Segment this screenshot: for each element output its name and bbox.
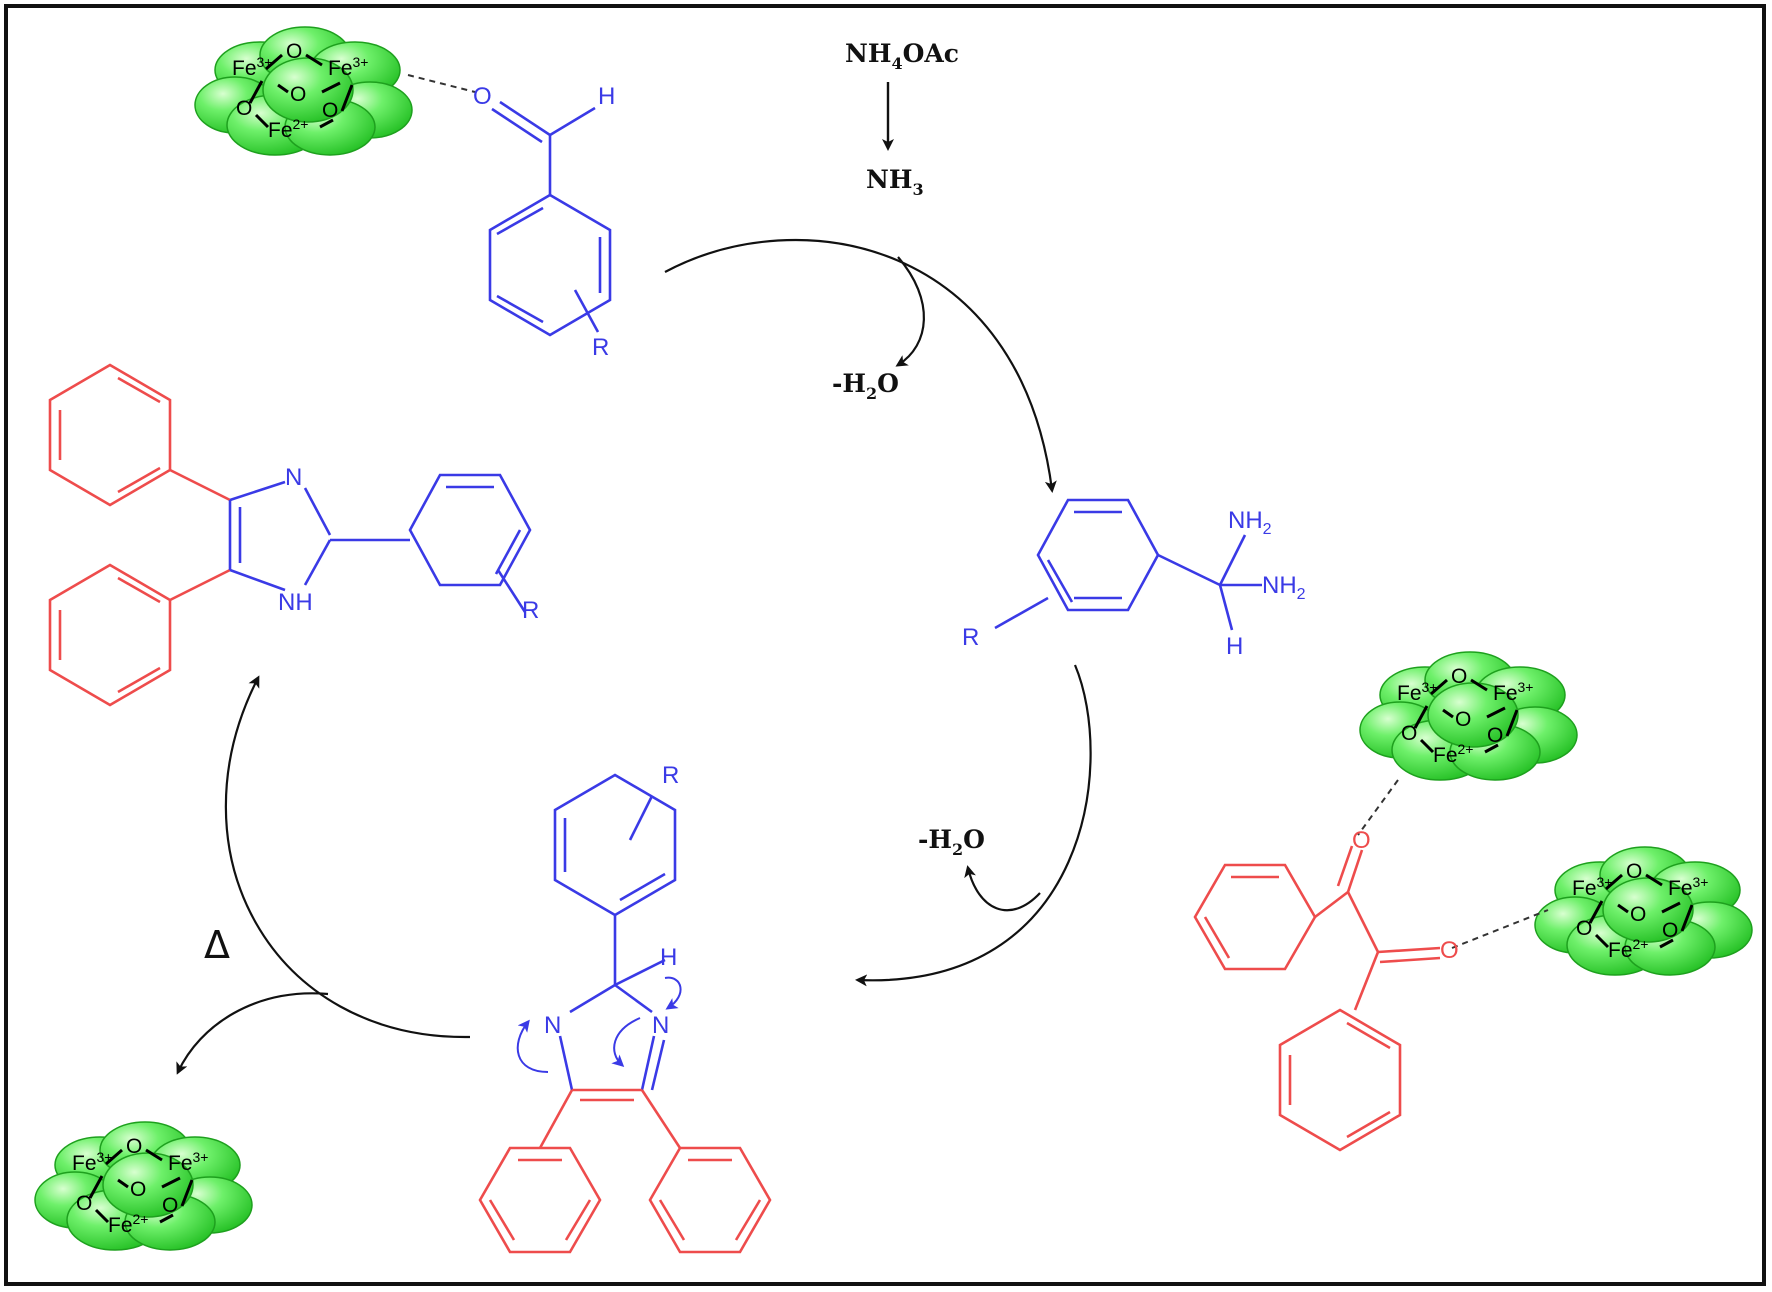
cycle-arrow-to-intermediate bbox=[855, 664, 1092, 987]
benzaldehyde bbox=[488, 100, 612, 337]
aldehyde-r-group: R bbox=[592, 334, 609, 361]
water-loss-arrow-1 bbox=[895, 256, 925, 367]
aldehyde-oxygen: O bbox=[473, 83, 492, 110]
cycle-arrow-to-product bbox=[224, 675, 471, 1039]
water-loss-label-1: -H2O bbox=[832, 369, 899, 403]
benzil-oxygen-upper: O bbox=[1352, 827, 1371, 854]
diamine-r-group: R bbox=[962, 624, 979, 651]
product-imine-nitrogen: N bbox=[285, 464, 302, 491]
coordination-bonds bbox=[407, 74, 1549, 949]
reagent-nh3: NH3 bbox=[866, 165, 924, 199]
imidazole-product bbox=[48, 363, 532, 707]
diamine-nh2-upper: NH2 bbox=[1228, 507, 1272, 538]
aldehyde-hydrogen: H bbox=[598, 83, 615, 110]
imidazoline-intermediate bbox=[478, 773, 772, 1254]
product-nh: NH bbox=[278, 589, 313, 616]
catalyst-top bbox=[193, 25, 414, 157]
product-r-group: R bbox=[522, 597, 539, 624]
figure-frame bbox=[4, 4, 1766, 1286]
intermediate-nitrogen-right: N bbox=[652, 1012, 669, 1039]
catalyst-released bbox=[33, 1120, 254, 1252]
catalyst-benzil-lower bbox=[1533, 845, 1754, 977]
cycle-arrow-to-diamine bbox=[664, 239, 1057, 493]
benzil-activated bbox=[1193, 845, 1441, 1152]
benzil-oxygen-lower: O bbox=[1440, 937, 1459, 964]
intermediate-hydrogen: H bbox=[660, 944, 677, 971]
intermediate-r-group: R bbox=[662, 762, 679, 789]
catalyst-benzil-upper bbox=[1358, 650, 1579, 782]
water-loss-label-2: -H2O bbox=[918, 825, 985, 859]
reagent-nh4oac: NH4OAc bbox=[845, 39, 959, 73]
gem-diamine-intermediate bbox=[994, 498, 1262, 631]
diamine-hydrogen: H bbox=[1226, 633, 1243, 660]
intermediate-nitrogen-left: N bbox=[544, 1012, 561, 1039]
diamine-nh2-lower: NH2 bbox=[1262, 572, 1306, 603]
heat-symbol: Δ bbox=[204, 923, 230, 967]
water-loss-arrow-2 bbox=[964, 865, 1041, 912]
catalyst-release-arrow bbox=[176, 992, 329, 1075]
